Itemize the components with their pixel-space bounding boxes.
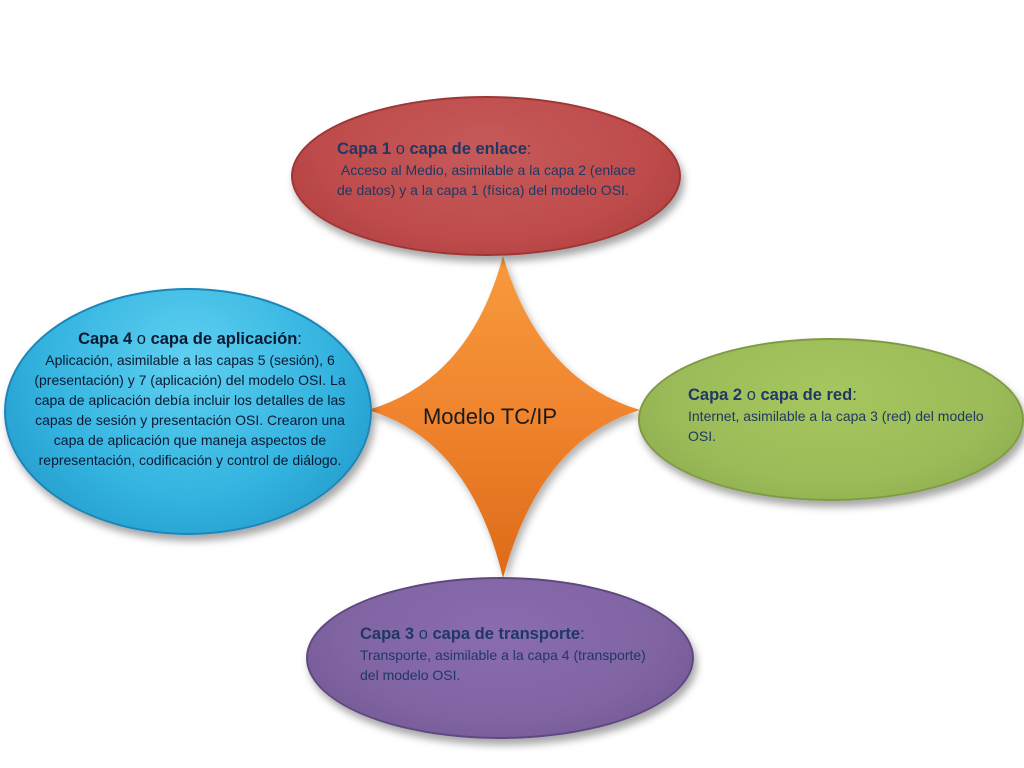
capa3-node: Capa 3 o capa de transporte: Transporte,…: [306, 577, 694, 739]
capa4-title-rest: capa de aplicación: [150, 330, 298, 348]
capa2-node: Capa 2 o capa de red: Internet, asimilab…: [638, 338, 1024, 501]
capa4-text: Capa 4 o capa de aplicación: Aplicación,…: [34, 328, 346, 470]
capa3-body: Transporte, asimilable a la capa 4 (tran…: [360, 647, 646, 683]
capa2-title-colon: :: [852, 386, 857, 404]
center-label: Modelo TC/IP: [422, 404, 558, 429]
capa1-title-rest: capa de enlace: [409, 140, 527, 158]
capa1-body: Acceso al Medio, asimilable a la capa 2 …: [337, 162, 640, 198]
capa2-title-bold: Capa 2: [688, 386, 743, 404]
capa1-node: Capa 1 o capa de enlace: Acceso al Medio…: [291, 96, 681, 256]
capa2-title: Capa 2 o capa de red:: [688, 384, 988, 406]
capa4-node: Capa 4 o capa de aplicación: Aplicación,…: [4, 288, 372, 535]
capa3-title: Capa 3 o capa de transporte:: [360, 623, 650, 645]
capa4-title-colon: :: [297, 330, 302, 348]
capa1-title: Capa 1 o capa de enlace:: [337, 138, 637, 160]
capa3-title-connector: o: [414, 625, 433, 643]
capa4-title-bold: Capa 4: [78, 330, 133, 348]
capa4-title: Capa 4 o capa de aplicación:: [34, 328, 346, 350]
capa4-title-connector: o: [132, 330, 151, 348]
capa1-title-bold: Capa 1: [337, 140, 392, 158]
capa2-title-connector: o: [742, 386, 761, 404]
capa3-title-rest: capa de transporte: [432, 625, 581, 643]
capa1-text: Capa 1 o capa de enlace: Acceso al Medio…: [337, 138, 637, 200]
capa1-title-colon: :: [526, 140, 532, 158]
capa3-text: Capa 3 o capa de transporte: Transporte,…: [360, 623, 650, 685]
capa2-body: Internet, asimilable a la capa 3 (red) d…: [688, 408, 984, 444]
capa3-title-bold: Capa 3: [360, 625, 415, 643]
capa1-title-connector: o: [391, 140, 410, 158]
capa3-title-colon: :: [580, 625, 585, 643]
capa2-text: Capa 2 o capa de red: Internet, asimilab…: [688, 384, 988, 446]
capa4-body: Aplicación, asimilable a las capas 5 (se…: [34, 352, 346, 468]
capa2-title-rest: capa de red: [760, 386, 853, 404]
